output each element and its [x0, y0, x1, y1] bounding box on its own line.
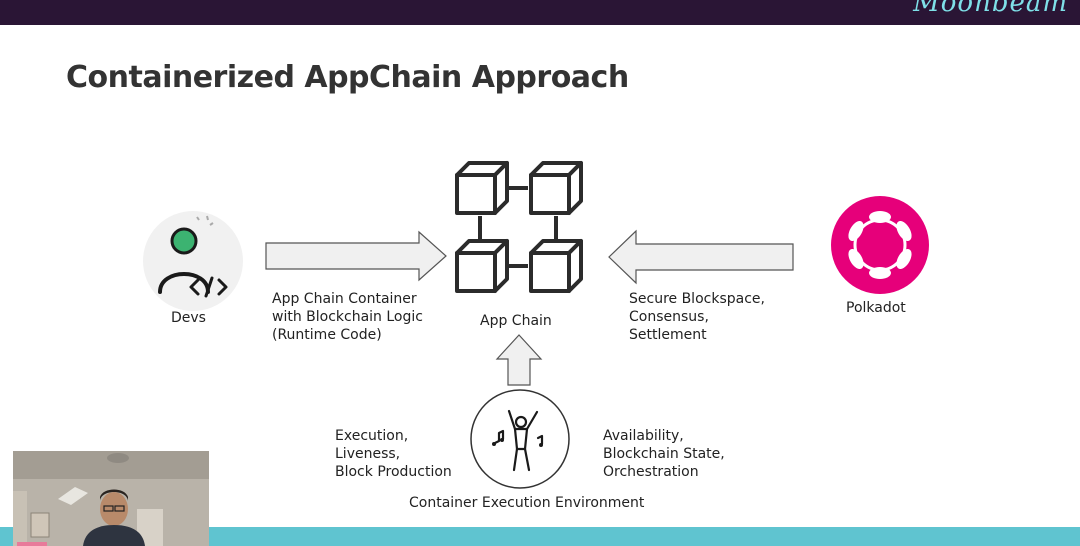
app-chain-label: App Chain [480, 313, 552, 329]
polkadot-to-chain-label: Secure Blockspace, Consensus, Settlement [629, 290, 765, 344]
brand-logo: Moonbeam [913, 0, 1068, 18]
arrow-devs-to-chain [265, 230, 447, 282]
devs-label: Devs [171, 310, 206, 326]
devs-to-chain-line: (Runtime Code) [272, 327, 382, 343]
env-right-line: Orchestration [603, 464, 699, 480]
arrow-env-to-chain [495, 334, 543, 386]
devs-to-chain-label: App Chain Container with Blockchain Logi… [272, 290, 423, 344]
polkadot-logo-icon [831, 196, 929, 294]
env-right-line: Availability, [603, 428, 684, 444]
polkadot-to-chain-line: Settlement [629, 327, 707, 343]
blockchain-cubes-icon [455, 161, 583, 293]
env-right-line: Blockchain State, [603, 446, 725, 462]
env-left-label: Execution, Liveness, Block Production [335, 427, 452, 481]
polkadot-label: Polkadot [846, 300, 906, 316]
devs-to-chain-line: with Blockchain Logic [272, 309, 423, 325]
container-env-label: Container Execution Environment [409, 495, 645, 511]
presenter-webcam [13, 451, 209, 546]
top-bar [0, 0, 1080, 25]
developer-code-icon [143, 211, 243, 311]
env-left-line: Liveness, [335, 446, 401, 462]
bottom-bar [0, 527, 1080, 546]
env-left-line: Execution, [335, 428, 409, 444]
slide-title: Containerized AppChain Approach [66, 60, 629, 95]
env-left-line: Block Production [335, 464, 452, 480]
presenter-video-feed [13, 451, 209, 546]
env-right-label: Availability, Blockchain State, Orchestr… [603, 427, 725, 481]
polkadot-to-chain-line: Secure Blockspace, [629, 291, 765, 307]
arrow-polkadot-to-chain [608, 229, 794, 285]
polkadot-to-chain-line: Consensus, [629, 309, 709, 325]
devs-to-chain-line: App Chain Container [272, 291, 417, 307]
dancing-figure-icon [470, 389, 570, 489]
